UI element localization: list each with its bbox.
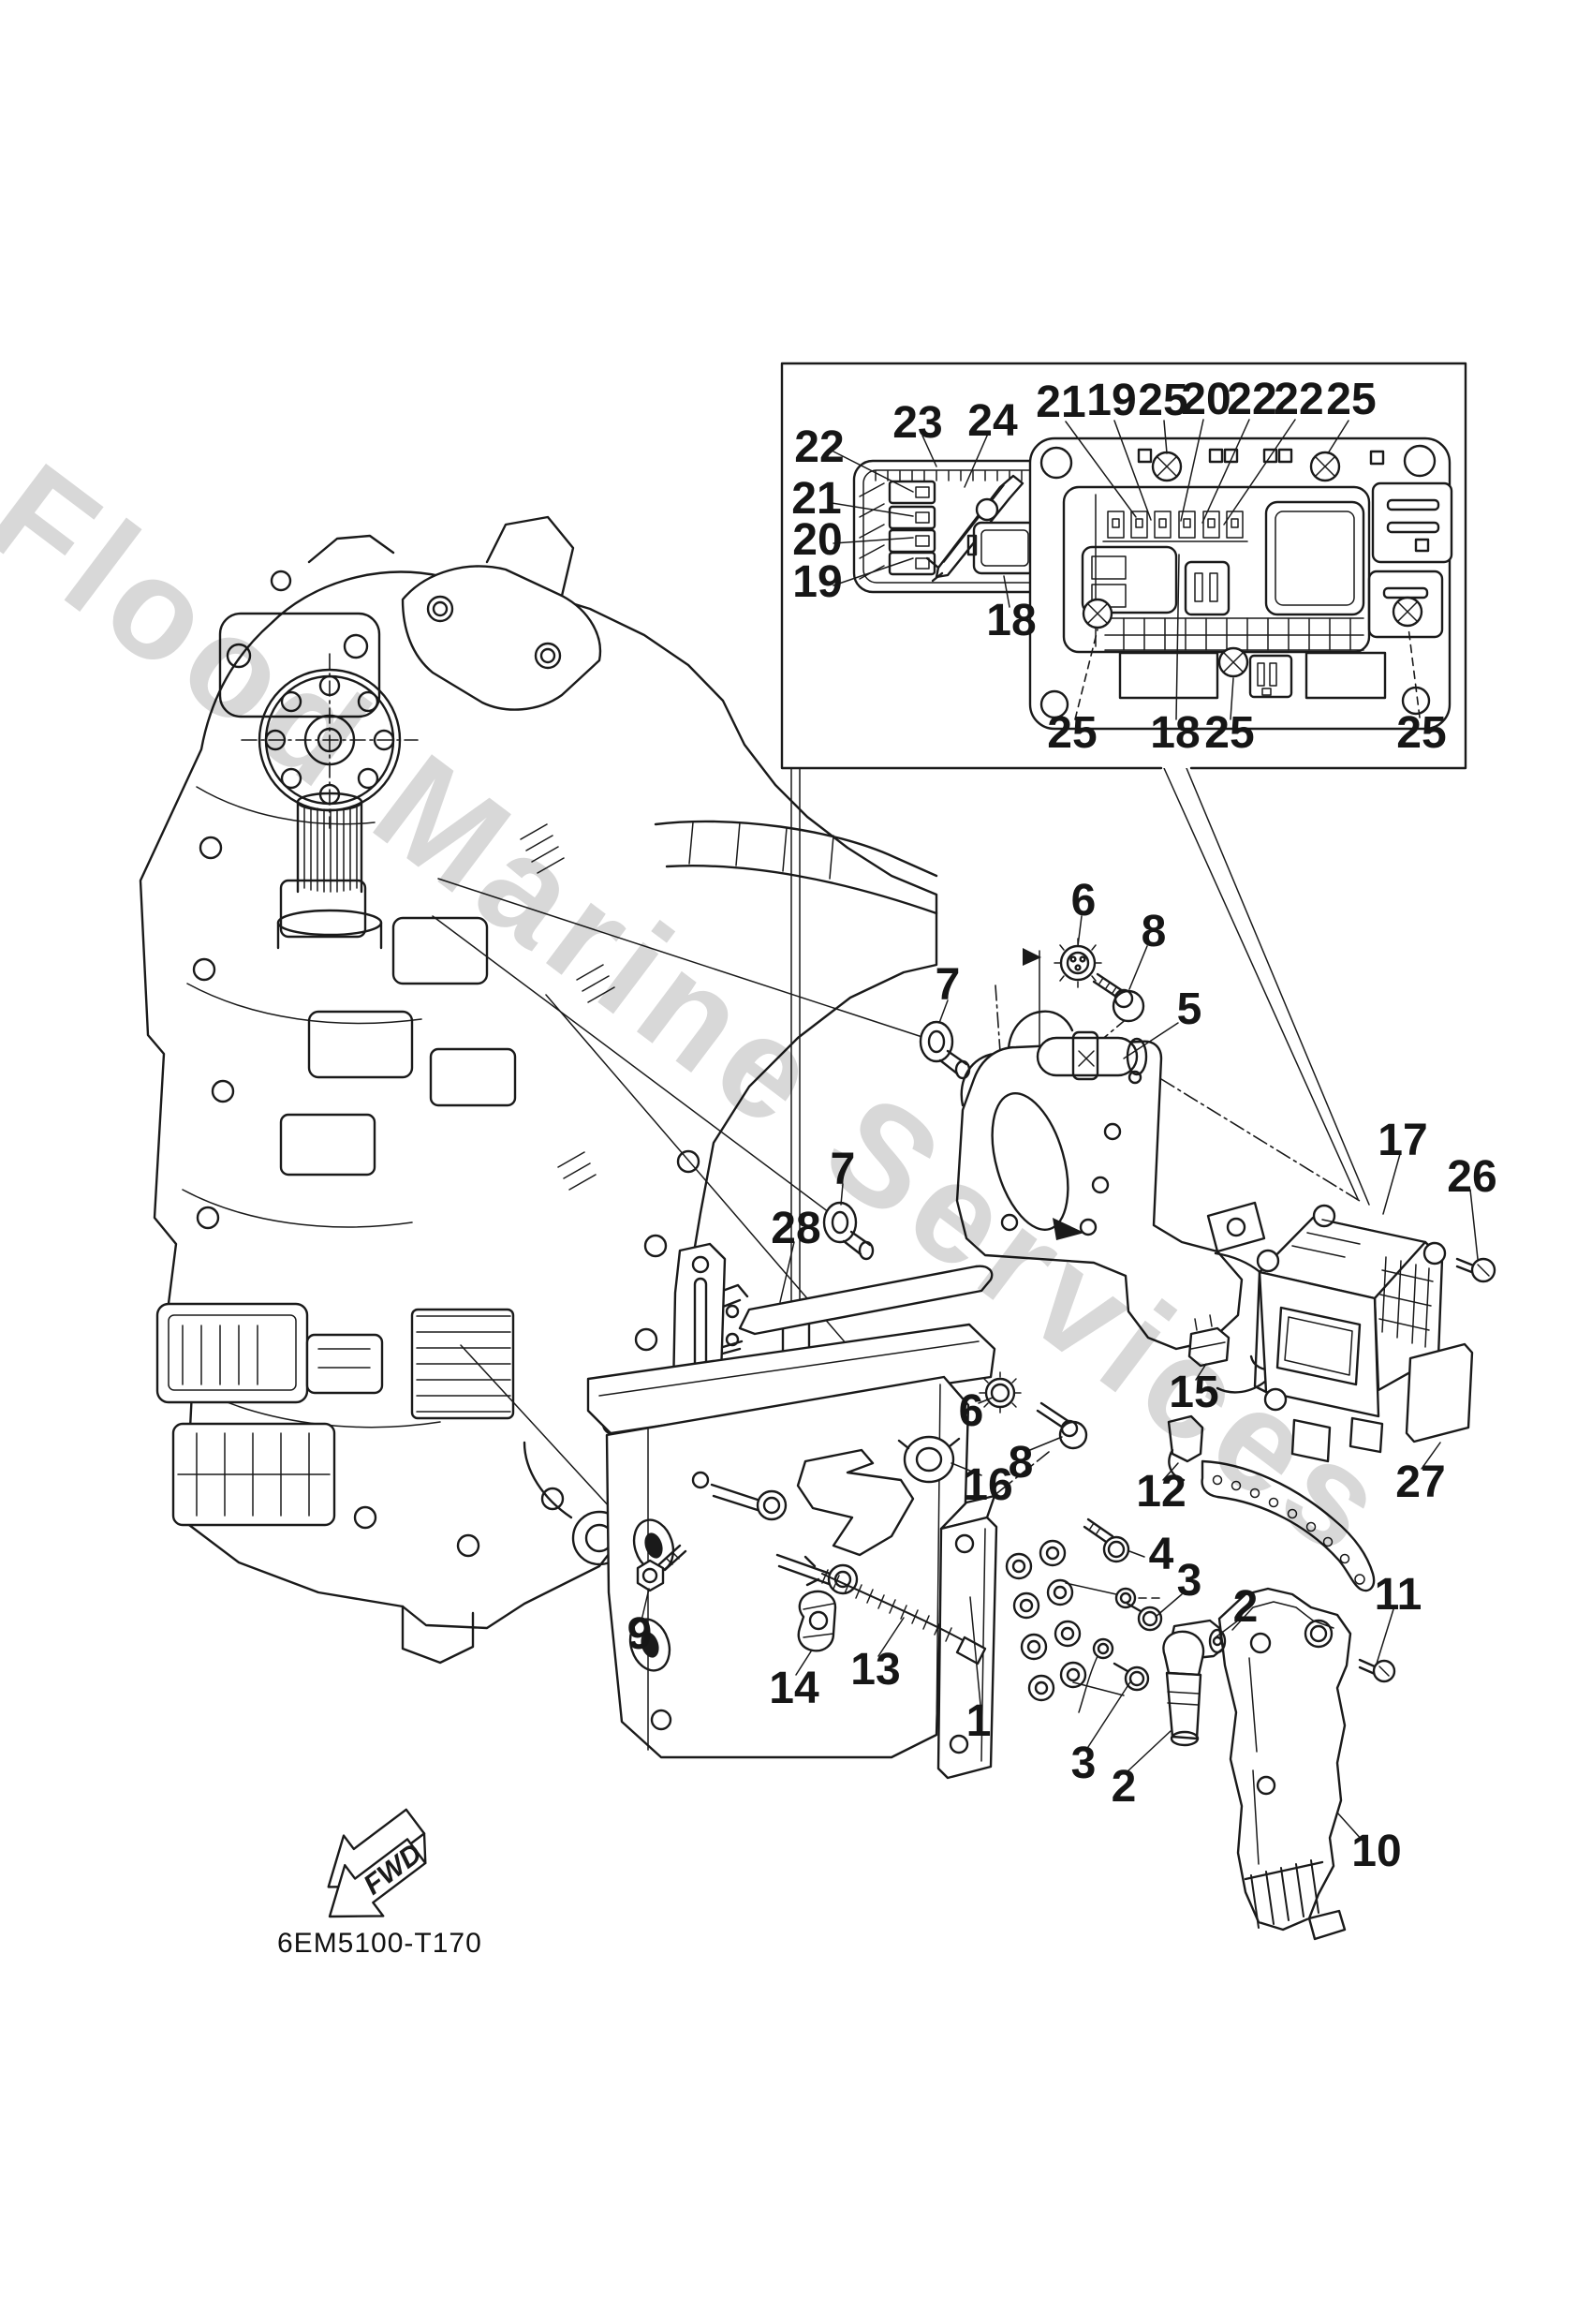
callout-11: 11 [1374,1570,1422,1620]
callout-22: 22 [794,422,845,472]
callout-25: 25 [1396,708,1447,758]
callout-25: 25 [1138,376,1188,425]
bracket-assembly-drawing [586,938,1320,1759]
callout-6: 6 [958,1386,984,1436]
callout-25: 25 [1204,708,1255,758]
callout-16: 16 [963,1460,1013,1510]
callout-19: 19 [792,557,843,607]
callout-3: 3 [1070,1739,1097,1788]
callout-10: 10 [1351,1827,1402,1876]
callout-5: 5 [1176,984,1202,1034]
callout-18: 18 [986,596,1037,645]
callout-4: 4 [1148,1530,1174,1579]
callout-26: 26 [1447,1152,1497,1202]
callout-6: 6 [1070,876,1097,925]
callout-14: 14 [769,1664,819,1713]
callout-3: 3 [1176,1556,1202,1606]
engine-block-drawing [139,515,938,1665]
callout-7: 7 [830,1145,856,1194]
callout-20: 20 [1181,375,1231,424]
callout-24: 24 [967,396,1018,446]
callout-15: 15 [1169,1368,1219,1417]
callout-25: 25 [1326,375,1377,424]
callout-18: 18 [1150,708,1201,758]
callout-2: 2 [1232,1582,1259,1632]
callout-12: 12 [1136,1467,1186,1517]
callout-22: 22 [1274,375,1324,424]
callout-28: 28 [771,1204,821,1253]
callout-22: 22 [1227,375,1277,424]
callout-23: 23 [892,398,943,448]
part-code: 6EM5100-T170 [277,1928,482,1959]
callout-25: 25 [1047,708,1098,758]
callout-17: 17 [1378,1116,1428,1165]
callout-2: 2 [1111,1762,1137,1812]
callout-21: 21 [1036,377,1086,427]
callout-leader-lines [641,915,1479,1842]
callout-21: 21 [791,474,842,524]
leader-lines-long [432,767,1370,1556]
fwd-arrow: FWD [327,1808,428,1918]
callout-1: 1 [965,1696,992,1746]
rectifier-group-drawing [636,1435,1227,1780]
callout-7: 7 [935,960,961,1010]
callout-19: 19 [1086,376,1137,425]
callout-9: 9 [626,1609,653,1659]
callout-27: 27 [1395,1458,1446,1507]
callout-20: 20 [792,515,843,565]
callout-13: 13 [850,1645,901,1695]
ecu-assembly-drawing [1167,1204,1496,1941]
callout-8: 8 [1141,907,1167,956]
callout-8: 8 [1008,1438,1034,1488]
inset-detail-box [780,362,1467,770]
